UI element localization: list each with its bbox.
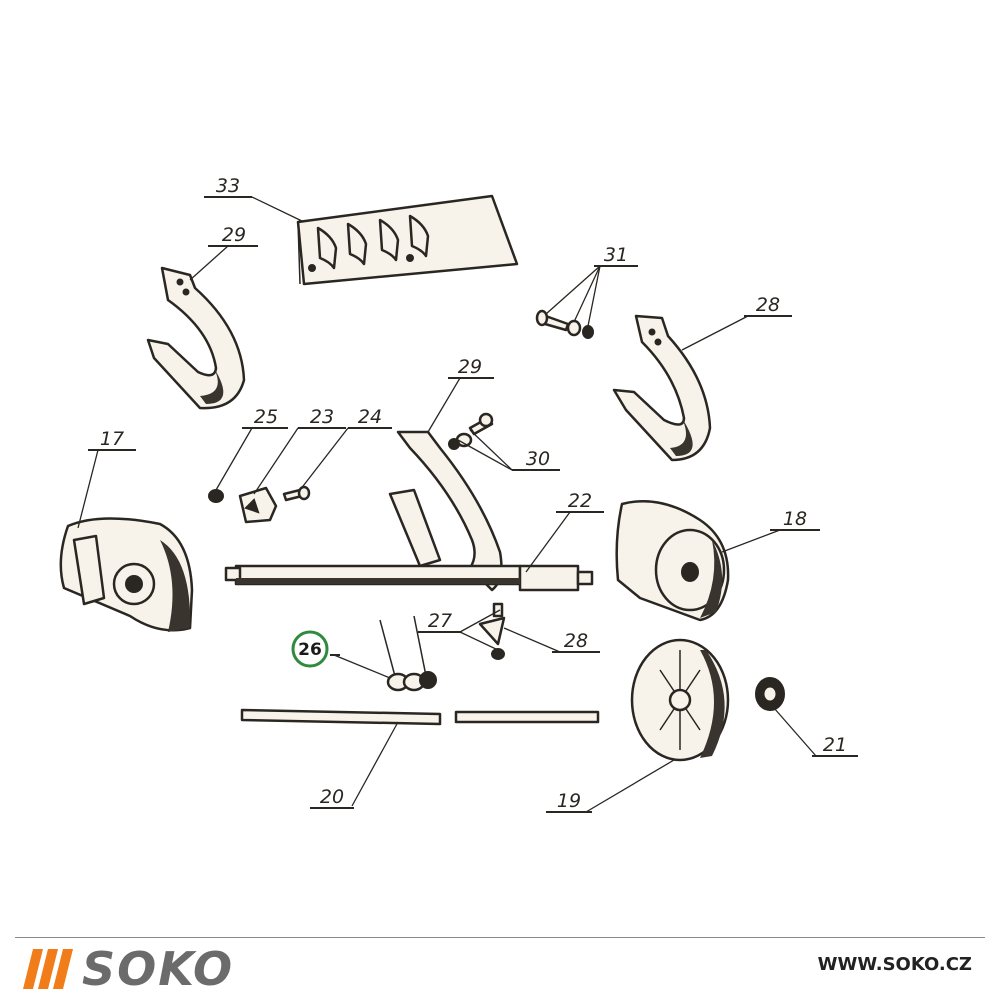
label-23: 23 <box>310 406 334 428</box>
part-28-tine-right <box>612 314 712 462</box>
part-33-slotted-plate <box>296 194 519 286</box>
part-25-nut <box>208 489 224 503</box>
label-27: 27 <box>428 610 452 632</box>
part-21-bearing <box>755 677 785 711</box>
highlight-label: 26 <box>298 640 322 660</box>
label-21: 21 <box>823 734 847 756</box>
footer-divider <box>15 937 985 938</box>
website-link[interactable]: WWW.SOKO.CZ <box>817 954 972 975</box>
part-20-rods <box>240 708 600 726</box>
label-30: 30 <box>526 448 550 470</box>
label-20: 20 <box>320 786 344 808</box>
highlight-ring <box>291 630 329 668</box>
label-29-center: 29 <box>458 356 482 378</box>
label-22: 22 <box>568 490 592 512</box>
label-25: 25 <box>254 406 278 428</box>
label-29-left: 29 <box>222 224 246 246</box>
label-33: 33 <box>216 175 240 197</box>
part-19-wheel <box>630 638 730 762</box>
label-17: 17 <box>100 428 124 450</box>
brand-name: SOKO <box>82 942 235 996</box>
label-19: 19 <box>557 790 581 812</box>
leader-lines <box>77 196 817 813</box>
part-30-bolt <box>448 412 494 450</box>
part-22-shaft <box>224 564 594 592</box>
part-labels: 33 29 31 28 29 25 23 24 30 17 22 18 27 2… <box>100 175 847 812</box>
part-23-bracket <box>238 486 278 524</box>
label-24: 24 <box>358 406 382 428</box>
label-28-lower: 28 <box>564 630 588 652</box>
part-31-bolts <box>535 309 594 339</box>
label-31: 31 <box>604 244 628 266</box>
part-29-tine-center <box>388 430 503 592</box>
label-underlines <box>88 196 858 813</box>
logo-bars-icon <box>23 949 73 989</box>
part-24-screw <box>282 485 311 502</box>
part-27-screw <box>491 602 505 660</box>
part-26-spring <box>379 615 437 692</box>
part-29-tine-left <box>146 266 246 410</box>
part-28-wedge <box>478 616 506 646</box>
highlight-26[interactable]: 26 <box>291 630 340 668</box>
brand-logo[interactable]: SOKO <box>23 942 235 996</box>
part-18-housing-right <box>615 499 730 622</box>
part-17-housing-left <box>59 517 194 632</box>
parts-diagram: 33 29 31 28 29 25 23 24 30 17 22 18 27 2… <box>59 175 858 813</box>
label-18: 18 <box>783 508 807 530</box>
label-28-upper: 28 <box>756 294 780 316</box>
